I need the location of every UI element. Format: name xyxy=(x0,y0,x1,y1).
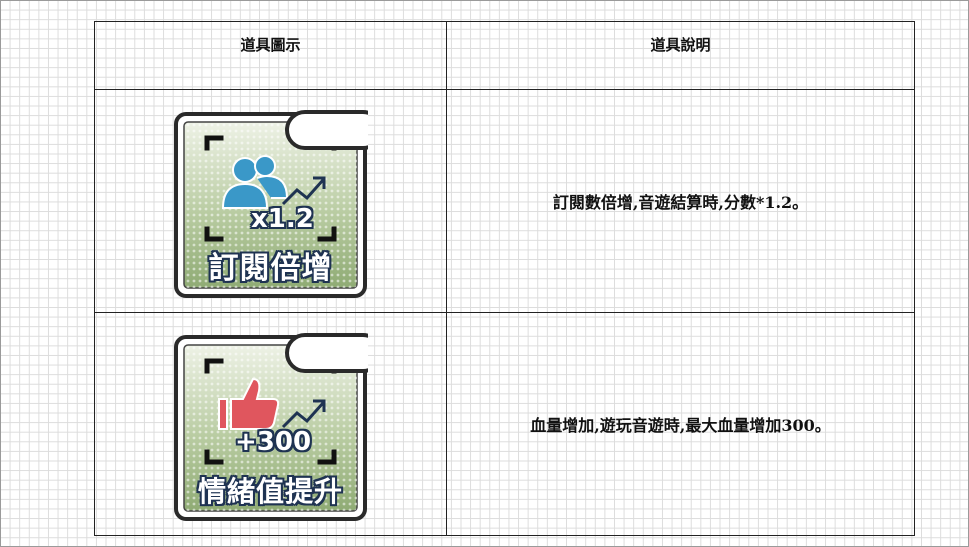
item-table: 道具圖示 道具說明 xyxy=(94,21,915,536)
item-icon-cell: x1.2 訂閱倍增 xyxy=(94,89,447,313)
item-card-art xyxy=(174,332,368,521)
mood-boost-item-icon: +300 情緒值提升 xyxy=(173,327,368,522)
item-icon-cell: +300 情緒值提升 xyxy=(94,312,447,536)
header-description-column: 道具說明 xyxy=(446,21,915,90)
item-badge-amount: +300 xyxy=(235,426,312,457)
subscription-boost-item-icon: x1.2 訂閱倍增 xyxy=(173,104,368,299)
item-icon-label: 情緒值提升 xyxy=(197,474,343,508)
item-icon-label: 訂閱倍增 xyxy=(208,250,333,286)
item-card-art xyxy=(174,109,368,298)
trend-arrow-icon xyxy=(281,399,326,428)
item-description: 血量增加,遊玩音遊時,最大血量增加300。 xyxy=(446,312,915,536)
item-description: 訂閱數倍增,音遊結算時,分數*1.2。 xyxy=(446,89,915,313)
header-icon-column: 道具圖示 xyxy=(94,21,447,90)
trend-arrow-icon xyxy=(281,176,326,205)
thumbs-up-icon xyxy=(218,377,280,430)
table-row: +300 情緒值提升 血量增加,遊玩音遊時,最大血量增加300。 xyxy=(94,312,915,536)
table-row: x1.2 訂閱倍增 訂閱數倍增,音遊結算時,分數*1.2。 xyxy=(94,89,915,313)
item-badge-multiplier: x1.2 xyxy=(251,203,314,234)
users-icon xyxy=(221,154,289,209)
header-row: 道具圖示 道具說明 xyxy=(94,21,915,90)
